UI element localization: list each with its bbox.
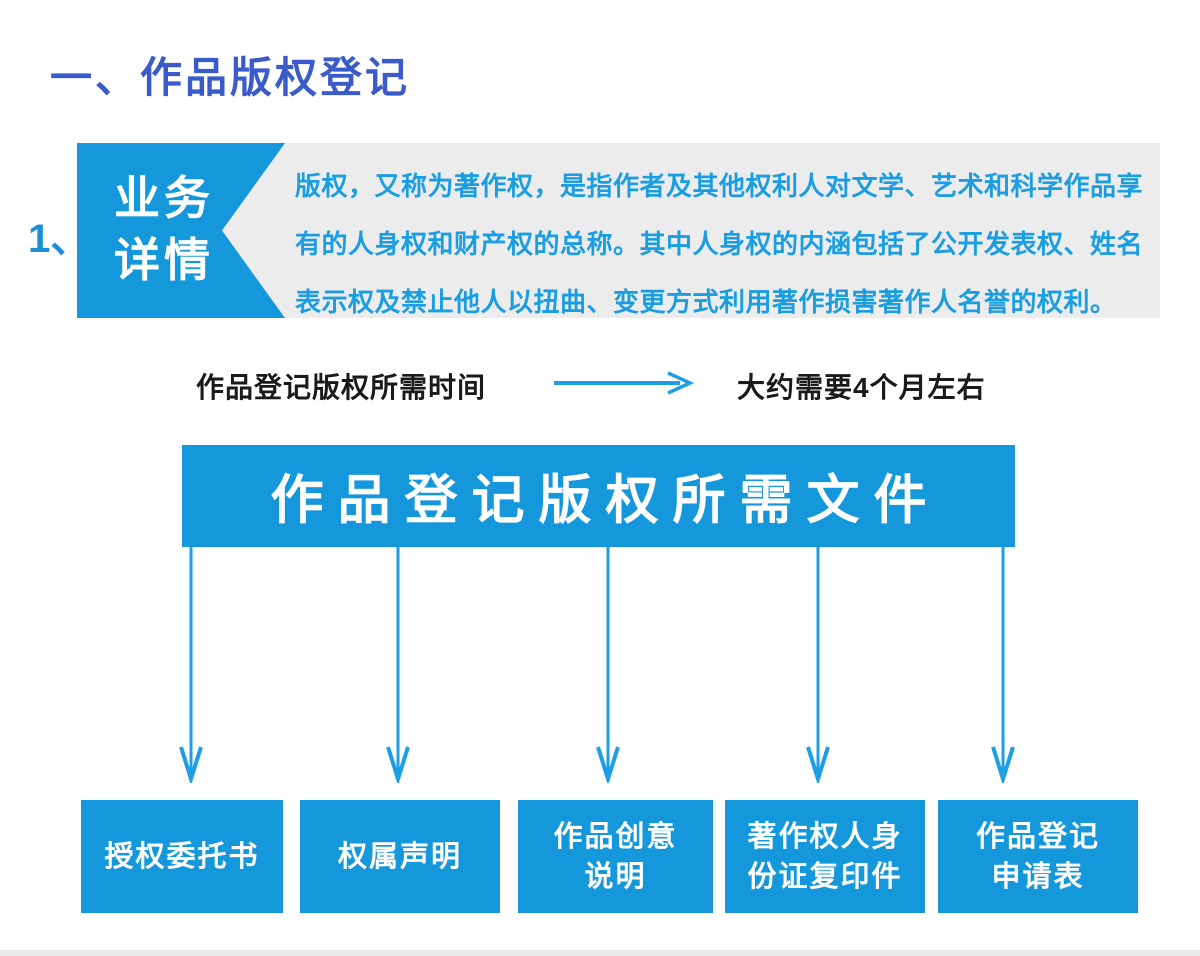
required-documents-banner: 作品登记版权所需文件 [182,445,1015,547]
business-detail-tab-line2: 详情 [114,234,214,286]
description-line: 版权，又称为著作权，是指作者及其他权利人对文学、艺术和科学作品享 [295,171,1144,201]
document-label: 申请表 [991,860,1085,893]
time-required-value: 大约需要4个月左右 [737,372,986,403]
copyright-description-panel: 版权，又称为著作权，是指作者及其他权利人对文学、艺术和科学作品享 有的人身权和财… [222,143,1160,318]
document-box-authorization-letter: 授权委托书 [81,800,283,913]
bottom-divider [0,950,1200,956]
document-box-registration-form: 作品登记 申请表 [938,800,1138,913]
document-label: 授权委托书 [104,840,260,873]
down-arrow-icon [806,547,830,783]
document-label: 份证复印件 [747,860,903,893]
business-detail-tab-line1: 业务 [114,172,214,224]
document-box-creative-description: 作品创意 说明 [518,800,713,913]
right-arrow-icon [554,371,695,395]
page-title: 一、作品版权登记 [50,54,411,101]
down-arrow-icon [179,547,203,783]
document-label: 权属声明 [337,840,462,873]
down-arrow-icon [386,547,410,783]
document-box-id-copy: 著作权人身 份证复印件 [725,800,925,913]
description-line: 表示权及禁止他人以扭曲、变更方式利用著作损害著作人名誉的权利。 [295,287,1117,317]
document-label: 著作权人身 [747,820,903,853]
down-arrow-icon [991,547,1015,783]
down-arrow-icon [596,547,620,783]
document-box-ownership-statement: 权属声明 [300,800,500,913]
time-required-label: 作品登记版权所需时间 [196,372,487,403]
document-label: 作品登记 [975,820,1100,853]
description-line: 有的人身权和财产权的总称。其中人身权的内涵包括了公开发表权、姓名 [295,229,1144,259]
document-label: 作品创意 [553,820,678,853]
document-label: 说明 [584,860,647,893]
